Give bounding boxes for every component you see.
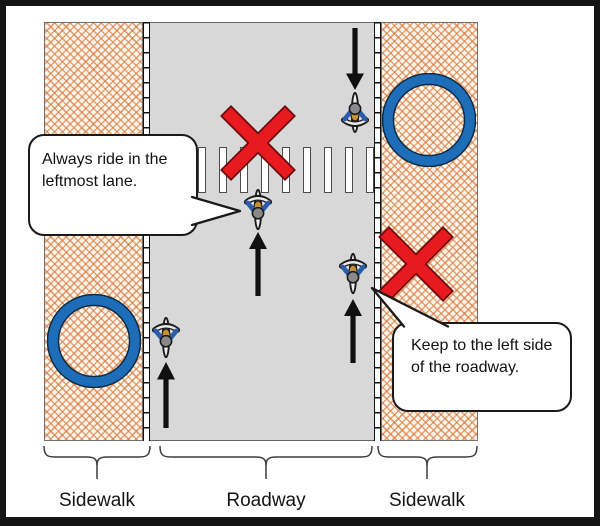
blue-circle-icon: [47, 294, 141, 388]
red-x-icon: [378, 226, 454, 302]
down-arrow-icon: [346, 28, 364, 90]
cyclist-icon: [151, 315, 181, 360]
right-curb-line: [374, 22, 381, 441]
red-x-icon: [220, 105, 296, 181]
crosswalk-stripe: [324, 147, 332, 193]
cyclist-icon: [340, 90, 370, 135]
crosswalk-stripe: [303, 147, 311, 193]
cyclist-icon: [243, 187, 273, 232]
label-left-sidewalk: Sidewalk: [58, 490, 136, 511]
label-roadway: Roadway: [226, 490, 306, 511]
up-arrow-icon: [157, 362, 175, 428]
blue-circle-icon: [382, 73, 476, 167]
speech-bubble-text: Always ride in the leftmost lane.: [42, 151, 168, 190]
crosswalk-stripe: [345, 147, 353, 193]
crosswalk-stripe: [198, 147, 206, 193]
crosswalk-stripe: [366, 147, 374, 193]
speech-bubble-keep-left: Keep to the left side of the roadway.: [392, 322, 572, 412]
speech-bubble-text: Keep to the left side of the roadway.: [411, 337, 553, 376]
speech-bubble-leftmost-lane: Always ride in the leftmost lane.: [28, 134, 198, 236]
label-right-sidewalk: Sidewalk: [388, 490, 466, 511]
cyclist-icon: [338, 251, 368, 296]
up-arrow-icon: [249, 232, 267, 296]
up-arrow-icon: [344, 299, 362, 363]
